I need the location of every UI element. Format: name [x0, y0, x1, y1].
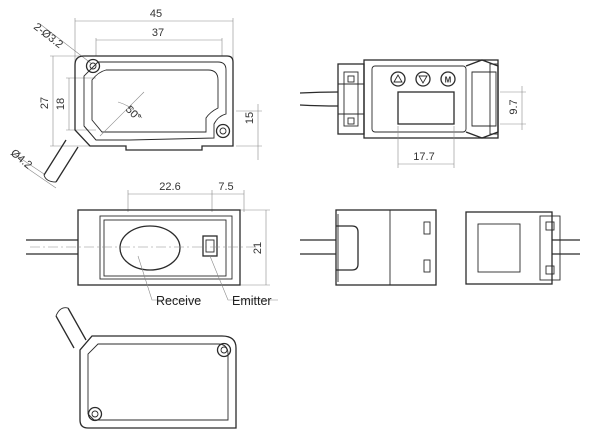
dim-angle: 50°	[123, 104, 143, 124]
back-side-view	[55, 307, 237, 429]
dim-22-6: 22.6	[159, 181, 180, 193]
dim-15: 15	[244, 112, 256, 124]
top-view: M 17.7 9.7	[299, 59, 526, 168]
mode-button-glyph: M	[445, 76, 452, 85]
up-button[interactable]	[390, 71, 406, 87]
side-view: 45 37 2-Ø3.2 27 18 50°	[8, 8, 262, 189]
mode-button[interactable]	[440, 71, 456, 87]
down-button[interactable]	[415, 71, 431, 87]
dim-37: 37	[152, 27, 164, 39]
dim-17-7: 17.7	[413, 151, 434, 163]
dim-7-5: 7.5	[218, 181, 233, 193]
dim-45: 45	[150, 8, 162, 20]
rear-mount-hole-bottom	[87, 406, 103, 422]
mount-hole-top	[85, 58, 101, 74]
dim-27: 27	[39, 97, 51, 109]
mount-hole-bottom	[215, 123, 231, 139]
dim-cable: Ø4.2	[8, 147, 34, 172]
dim-21: 21	[252, 242, 264, 254]
display-window	[397, 91, 455, 125]
rear-mount-hole-top	[216, 342, 232, 358]
dim-9-7: 9.7	[508, 99, 520, 114]
dim-18: 18	[55, 98, 67, 110]
emitter-window	[202, 235, 218, 257]
dim-hole: 2-Ø3.2	[31, 21, 65, 51]
receive-label: Receive	[156, 294, 201, 308]
receive-lens	[119, 225, 181, 271]
end-view	[465, 211, 580, 285]
emitter-label: Emitter	[232, 294, 272, 308]
front-view: 22.6 7.5 21 Receive Emitter	[26, 181, 278, 308]
rear-view	[300, 209, 437, 286]
